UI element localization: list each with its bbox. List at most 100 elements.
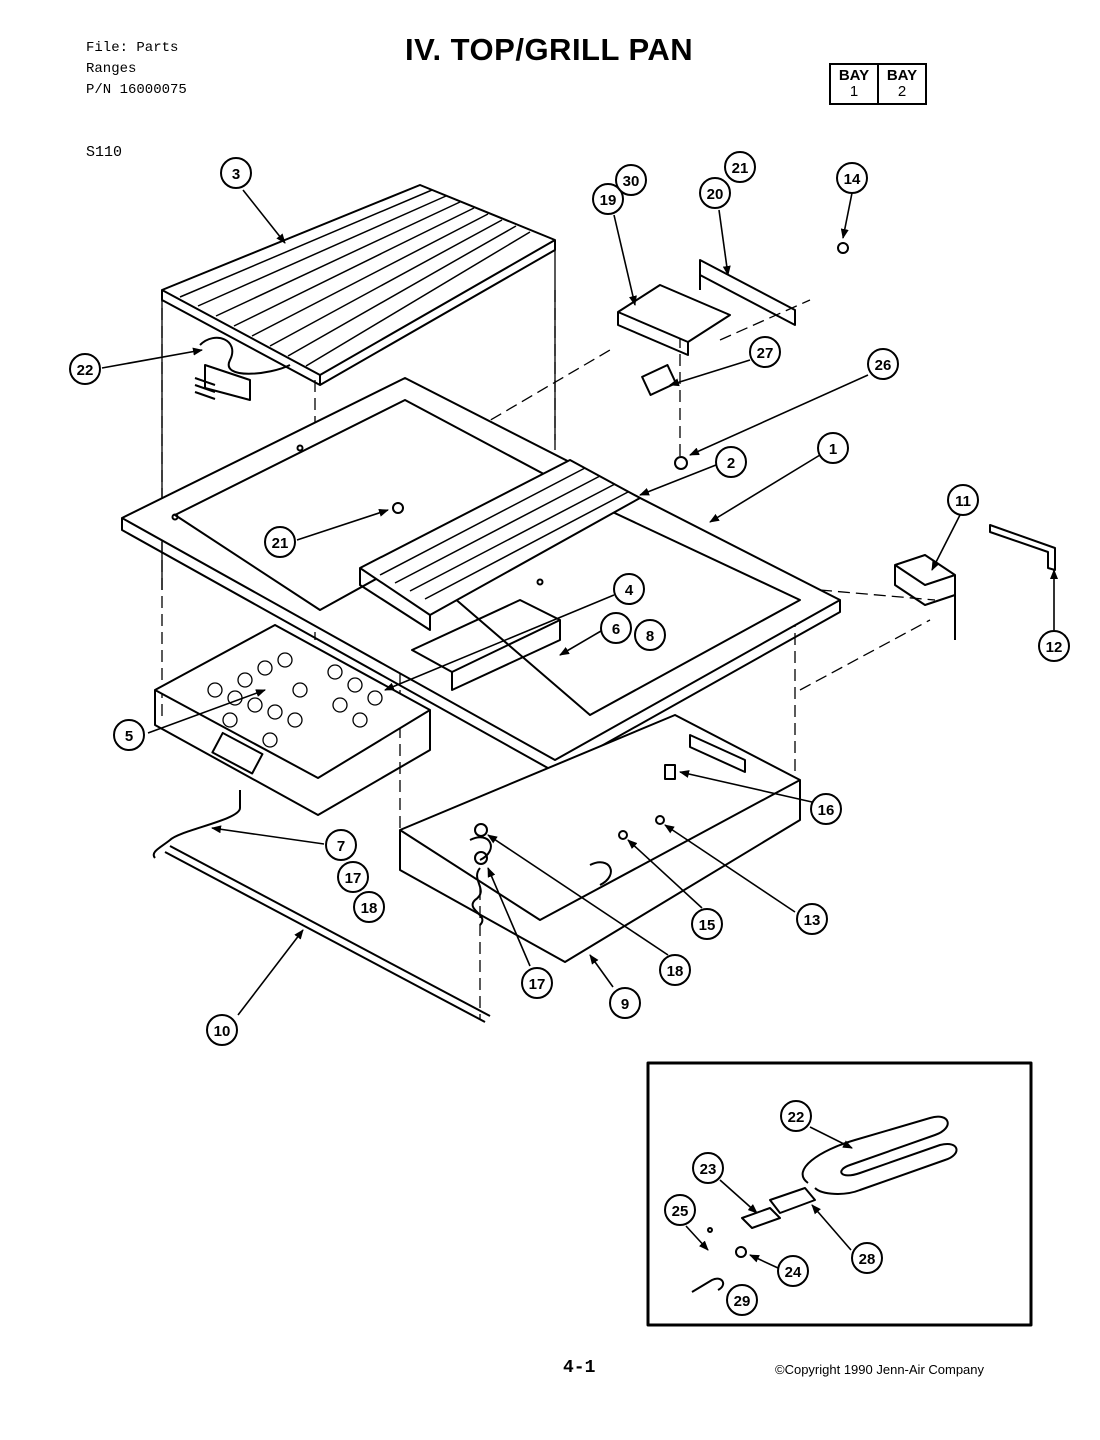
bay-1: BAY 1: [831, 65, 877, 103]
svg-text:5: 5: [125, 728, 133, 745]
svg-text:26: 26: [875, 357, 892, 374]
bay-box: BAY 1 BAY 2: [829, 63, 927, 105]
callout-17-right: 17: [521, 967, 553, 999]
svg-text:14: 14: [844, 171, 861, 188]
spring-clip: [471, 867, 484, 926]
center-grate: [359, 459, 641, 631]
callout-18-left: 18: [353, 891, 385, 923]
callout-21-mid: 21: [264, 526, 296, 558]
svg-text:4: 4: [625, 582, 634, 599]
callout-12: 12: [1038, 630, 1070, 662]
svg-text:29: 29: [734, 1293, 751, 1310]
page-number: 4-1: [563, 1358, 596, 1378]
svg-text:23: 23: [700, 1161, 717, 1178]
callout-29: 29: [726, 1284, 758, 1316]
callout-6: 6: [600, 612, 632, 644]
svg-text:30: 30: [623, 173, 640, 190]
file-info: File: Parts Ranges P/N 16000075: [86, 38, 187, 101]
svg-text:10: 10: [214, 1023, 231, 1040]
svg-text:20: 20: [707, 186, 724, 203]
callout-14: 14: [836, 162, 868, 194]
callout-26: 26: [867, 348, 899, 380]
svg-text:3: 3: [232, 166, 240, 183]
callout-18-right: 18: [659, 954, 691, 986]
svg-text:22: 22: [788, 1109, 805, 1126]
svg-text:2: 2: [727, 455, 735, 472]
callout-22-inset: 22: [780, 1100, 812, 1132]
callout-1: 1: [817, 432, 849, 464]
file-label: File: Parts: [86, 40, 179, 56]
inset-element: [691, 1115, 958, 1293]
nut-26: [674, 456, 688, 470]
callout-22: 22: [69, 353, 101, 385]
callout-2: 2: [715, 446, 747, 478]
bracket: [989, 524, 1056, 571]
callout-30: 30: [615, 164, 647, 196]
callout-9: 9: [609, 987, 641, 1019]
callout-8: 8: [634, 619, 666, 651]
callout-28: 28: [851, 1242, 883, 1274]
heating-element: [194, 336, 291, 401]
svg-text:28: 28: [859, 1251, 876, 1268]
bay-2-number: 2: [897, 83, 907, 100]
callout-17-left: 17: [337, 861, 369, 893]
bay-1-label: BAY: [838, 67, 870, 84]
callout-24: 24: [777, 1255, 809, 1287]
switch-housing: [617, 259, 796, 396]
svg-text:22: 22: [77, 362, 94, 379]
page-title: IV. TOP/GRILL PAN: [405, 32, 694, 67]
svg-text:9: 9: [621, 996, 629, 1013]
callout-5: 5: [113, 719, 145, 751]
svg-text:15: 15: [699, 917, 716, 934]
screw-21: [392, 502, 404, 514]
model-number: S110: [86, 144, 123, 161]
drip-pan: [399, 714, 801, 963]
svg-text:7: 7: [337, 838, 345, 855]
callout-23: 23: [692, 1152, 724, 1184]
svg-text:13: 13: [804, 912, 821, 929]
callout-15: 15: [691, 908, 723, 940]
screw-13: [655, 815, 665, 825]
rod: [164, 845, 491, 1023]
svg-text:11: 11: [955, 493, 971, 510]
svg-text:18: 18: [361, 900, 378, 917]
screw-15: [618, 830, 628, 840]
callout-16: 16: [810, 793, 842, 825]
callout-4: 4: [613, 573, 645, 605]
terminal-block: [894, 554, 956, 640]
part-number: P/N 16000075: [86, 82, 187, 98]
svg-text:12: 12: [1046, 639, 1063, 656]
bay-2-label: BAY: [886, 67, 918, 84]
callout-7: 7: [325, 829, 357, 861]
svg-text:21: 21: [732, 160, 749, 177]
callout-3: 3: [220, 157, 252, 189]
svg-text:19: 19: [600, 192, 617, 209]
svg-text:18: 18: [667, 963, 684, 980]
svg-text:1: 1: [829, 441, 837, 458]
svg-text:17: 17: [529, 976, 546, 993]
svg-text:16: 16: [818, 802, 835, 819]
callout-19: 19: [592, 183, 624, 215]
category-label: Ranges: [86, 61, 137, 77]
svg-text:17: 17: [345, 870, 362, 887]
svg-text:25: 25: [672, 1203, 689, 1220]
svg-text:27: 27: [757, 345, 774, 362]
clip-16: [664, 764, 676, 780]
callout-13: 13: [796, 903, 828, 935]
svg-text:21: 21: [272, 535, 289, 552]
bolt-18: [474, 823, 488, 837]
screw-14: [837, 242, 849, 254]
handle-hook: [152, 790, 241, 859]
bay-1-number: 1: [849, 83, 859, 100]
washer-17: [474, 851, 488, 865]
bay-2: BAY 2: [877, 65, 925, 103]
svg-text:8: 8: [646, 628, 654, 645]
callout-27: 27: [749, 336, 781, 368]
inset-box: [646, 1061, 1033, 1327]
callout-25: 25: [664, 1194, 696, 1226]
rock-tray: [154, 624, 431, 816]
callout-20: 20: [699, 177, 731, 209]
leader-lines: [101, 189, 1058, 1269]
callout-10: 10: [206, 1014, 238, 1046]
